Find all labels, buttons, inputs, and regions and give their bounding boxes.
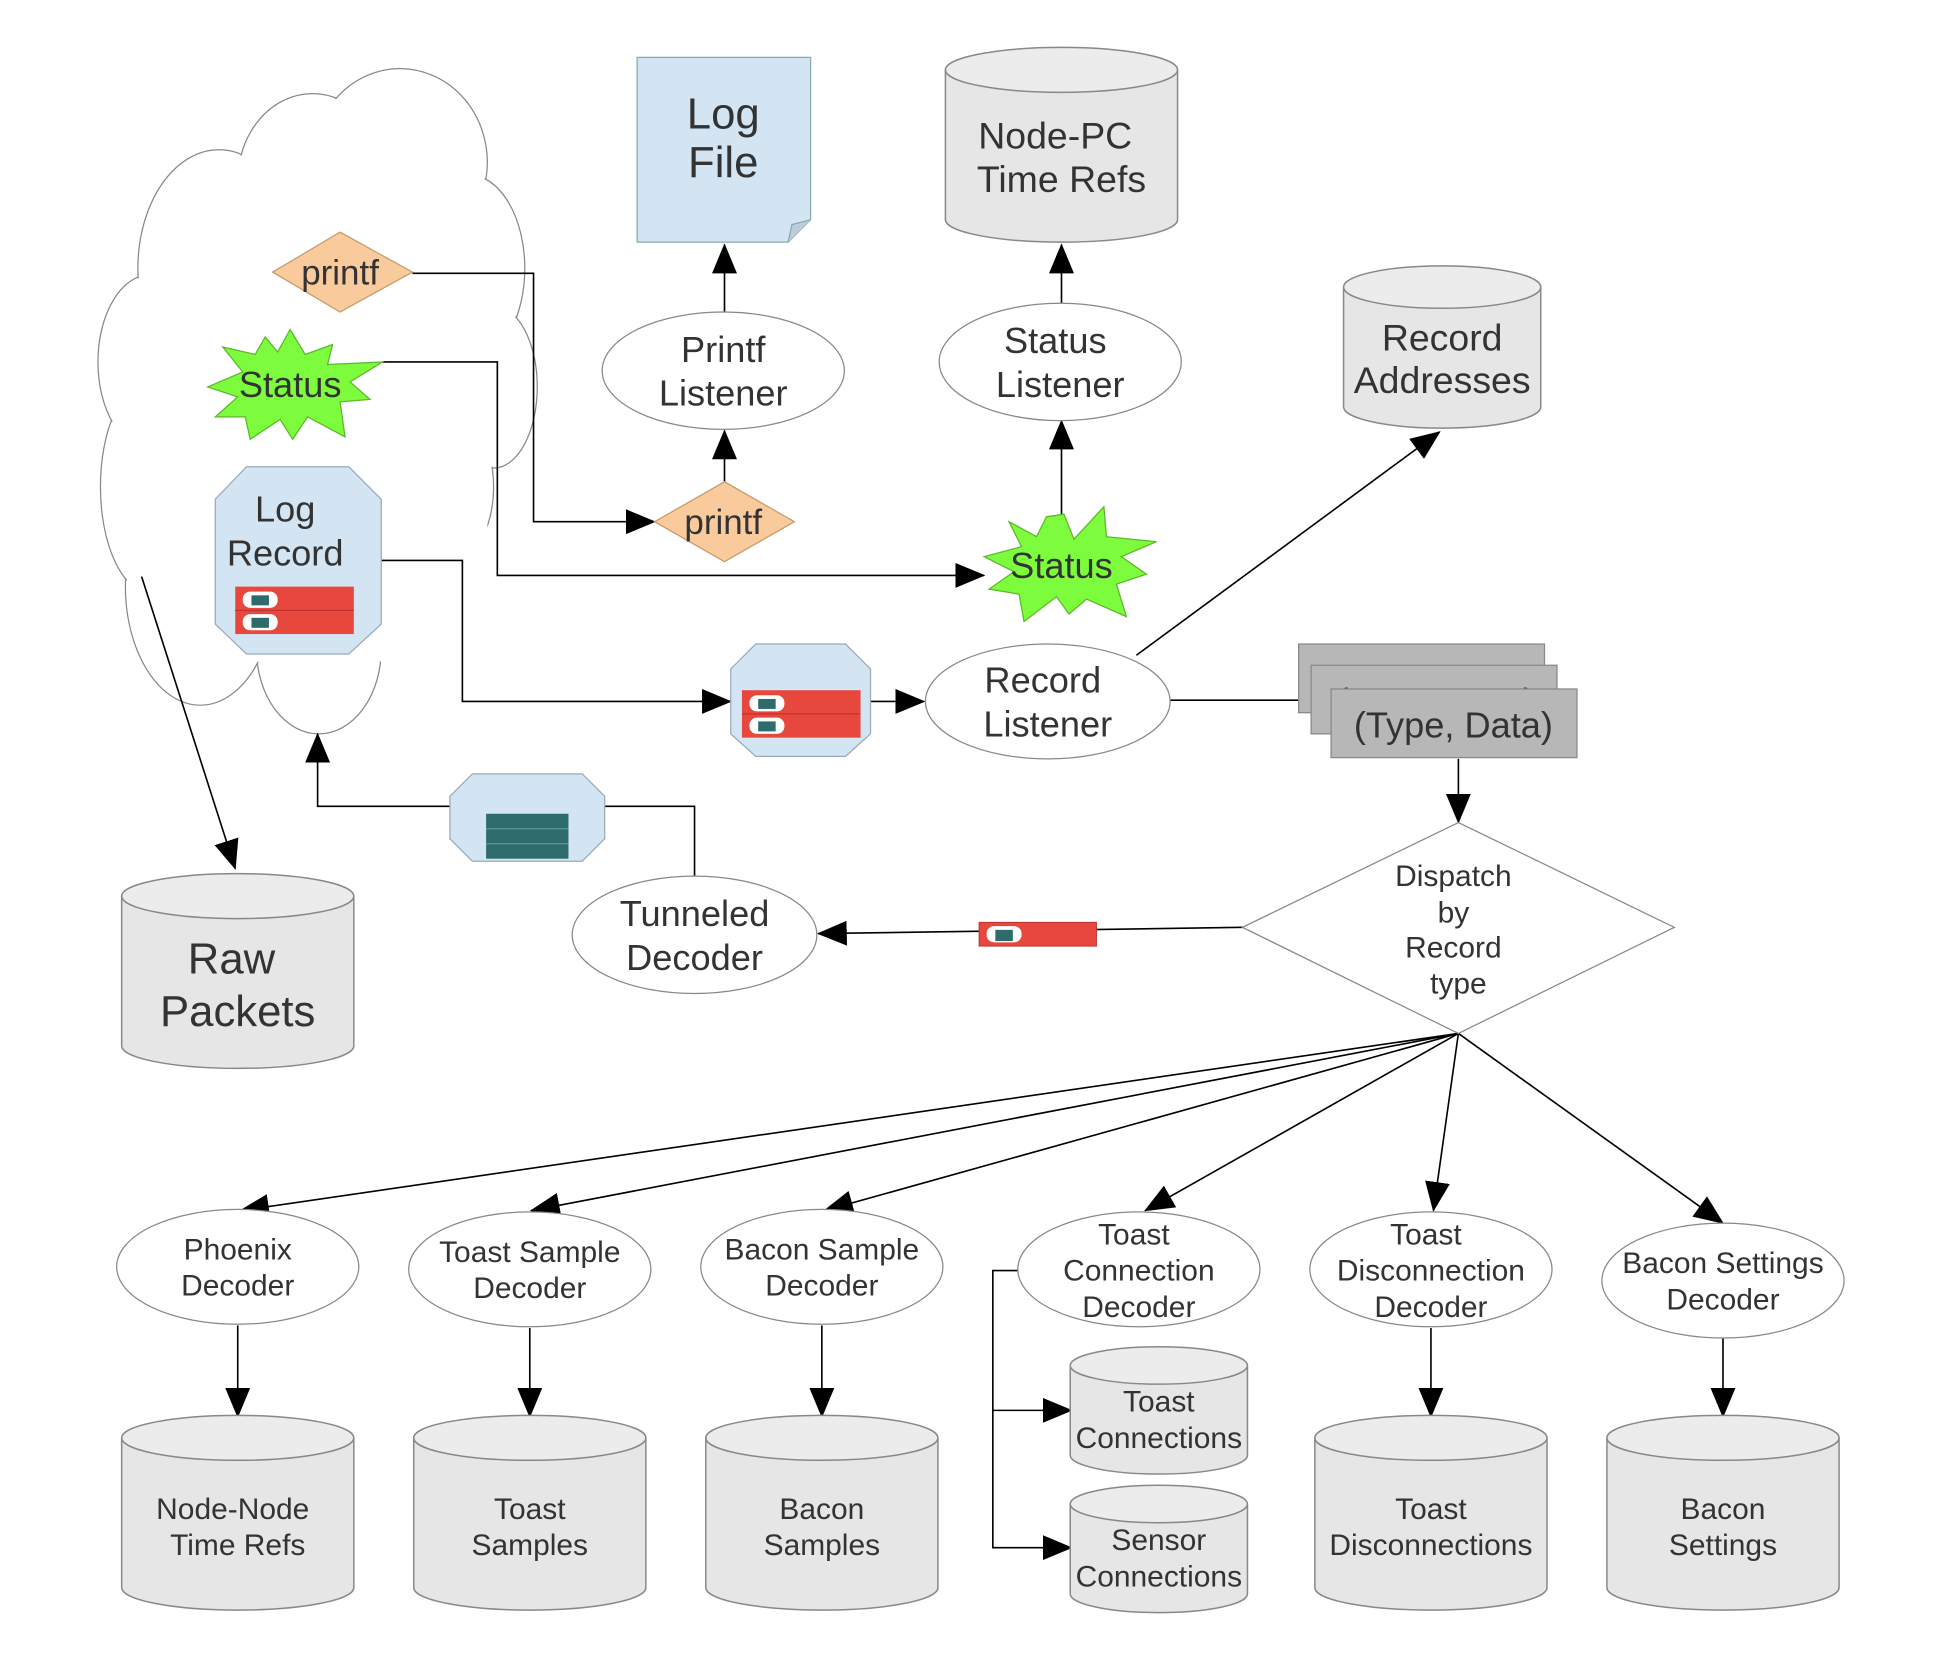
decoder-label-line3: Decoder [1082,1291,1195,1324]
decoder-label-line2: Disconnection [1337,1255,1525,1288]
decoder-bacon-sample: Bacon Sample Decoder [700,1208,944,1325]
decoder-label-line1: Bacon Sample [724,1233,919,1266]
store-toast-samples: Toast Samples [412,1414,647,1611]
record-addresses-label-line1: Record [1382,317,1503,359]
printf-listener-label-line2: Listener [659,373,788,414]
store-sensor-connections: Sensor Connections [1069,1484,1249,1614]
log-file-label-line2: File [688,138,758,187]
tunneled-packet-octagon [449,773,606,862]
status-tag-label: Status [1010,545,1113,586]
decoder-label-line2: Connection [1063,1255,1214,1288]
store-label-line1: Toast [1123,1386,1195,1419]
dispatch-diamond: Dispatch by Record type [1241,821,1676,1035]
store-bacon-samples: Bacon Samples [705,1414,939,1611]
record-listener-label-line1: Record [984,660,1101,701]
record-addresses-db: Record Addresses [1342,265,1542,429]
decoder-label-line1: Toast Sample [439,1236,620,1269]
dispatch-label-line4: type [1430,968,1487,1001]
decoder-toast-disconnection: Toast Disconnection Decoder [1309,1211,1553,1328]
printf-diamond-cloud: printf [271,231,414,313]
log-record-label-line2: Record [227,532,344,573]
log-record-octagon: Log Record [214,466,382,655]
record-packet-icon [741,690,861,738]
printf-listener: Printf Listener [601,311,845,430]
tunneled-decoder-label-line1: Tunneled [620,893,770,934]
status-listener-label-line1: Status [1004,320,1107,361]
printf-tag-label: printf [684,503,762,542]
tunneled-decoder: Tunneled Decoder [571,875,818,995]
dispatch-label-line1: Dispatch [1395,860,1511,893]
raw-packets-db: Raw Packets [120,872,355,1070]
printf-diamond: printf [653,481,796,563]
record-packet-octagon [730,643,872,757]
decoder-toast-connection: Toast Connection Decoder [1017,1211,1261,1328]
log-file-label-line1: Log [687,90,760,139]
node-pc-label-line1: Node-PC [978,115,1132,157]
log-file-document: Log File [636,56,812,243]
decoder-label-line2: Decoder [765,1270,878,1303]
store-label-line2: Samples [764,1529,880,1562]
decoder-toast-sample: Toast Sample Decoder [408,1211,652,1328]
status-label-cloud: Status [239,364,342,405]
decoder-bacon-settings: Bacon Settings Decoder [1601,1222,1845,1339]
store-label-line2: Connections [1076,1560,1242,1593]
store-label-line1: Bacon [1681,1493,1766,1526]
store-label-line2: Settings [1669,1529,1777,1562]
type-data-label: (Type, Data) [1354,705,1553,746]
store-label-line2: Samples [472,1529,588,1562]
decoder-label-line1: Phoenix [184,1233,292,1266]
store-label-line2: Disconnections [1329,1529,1532,1562]
decoder-label-line2: Decoder [1666,1283,1779,1316]
decoder-label-line1: Bacon Settings [1622,1247,1823,1280]
decoder-label-line1: Toast [1390,1218,1462,1251]
type-data-stack: (Type, Data) (Type, Data) [1298,643,1578,759]
store-label-line2: Connections [1076,1422,1242,1455]
store-label-line1: Node-Node [156,1493,309,1526]
store-node-node-time-refs: Node-Node Time Refs [120,1414,355,1611]
status-star: Status [982,505,1157,623]
status-listener: Status Listener [938,302,1182,422]
store-toast-disconnections: Toast Disconnections [1314,1414,1548,1611]
node-pc-time-refs-db: Node-PC Time Refs [944,46,1179,243]
decoder-label-line2: Decoder [181,1270,294,1303]
printf-label-cloud: printf [301,254,379,293]
store-toast-connections: Toast Connections [1069,1345,1249,1475]
store-label-line1: Toast [494,1493,566,1526]
tunneled-decoder-label-line2: Decoder [626,937,763,978]
decoder-label-line2: Decoder [473,1272,586,1305]
store-bacon-settings: Bacon Settings [1606,1414,1840,1611]
connectors [140,243,1736,1561]
record-listener-label-line2: Listener [983,703,1112,744]
dispatch-label-line2: by [1438,896,1470,929]
record-addresses-label-line2: Addresses [1354,359,1531,401]
store-label-line1: Toast [1395,1493,1467,1526]
status-star-cloud: Status [206,328,385,441]
printf-listener-label-line1: Printf [681,329,766,370]
raw-packets-label-line1: Raw [188,935,276,984]
store-label-line1: Bacon [779,1493,864,1526]
decoder-label-line1: Toast [1098,1218,1170,1251]
raw-packets-label-line2: Packets [160,987,315,1036]
tunneled-record-icon [978,921,1097,947]
record-packet-icon [235,586,354,635]
decoder-label-line3: Decoder [1374,1291,1487,1324]
status-listener-label-line2: Listener [996,364,1125,405]
node-pc-label-line2: Time Refs [977,158,1146,200]
store-label-line2: Time Refs [170,1529,305,1562]
decoder-phoenix: Phoenix Decoder [116,1208,360,1325]
dispatch-label-line3: Record [1405,931,1502,964]
record-listener: Record Listener [924,643,1171,760]
log-record-label-line1: Log [255,489,315,530]
store-label-line1: Sensor [1111,1524,1206,1557]
